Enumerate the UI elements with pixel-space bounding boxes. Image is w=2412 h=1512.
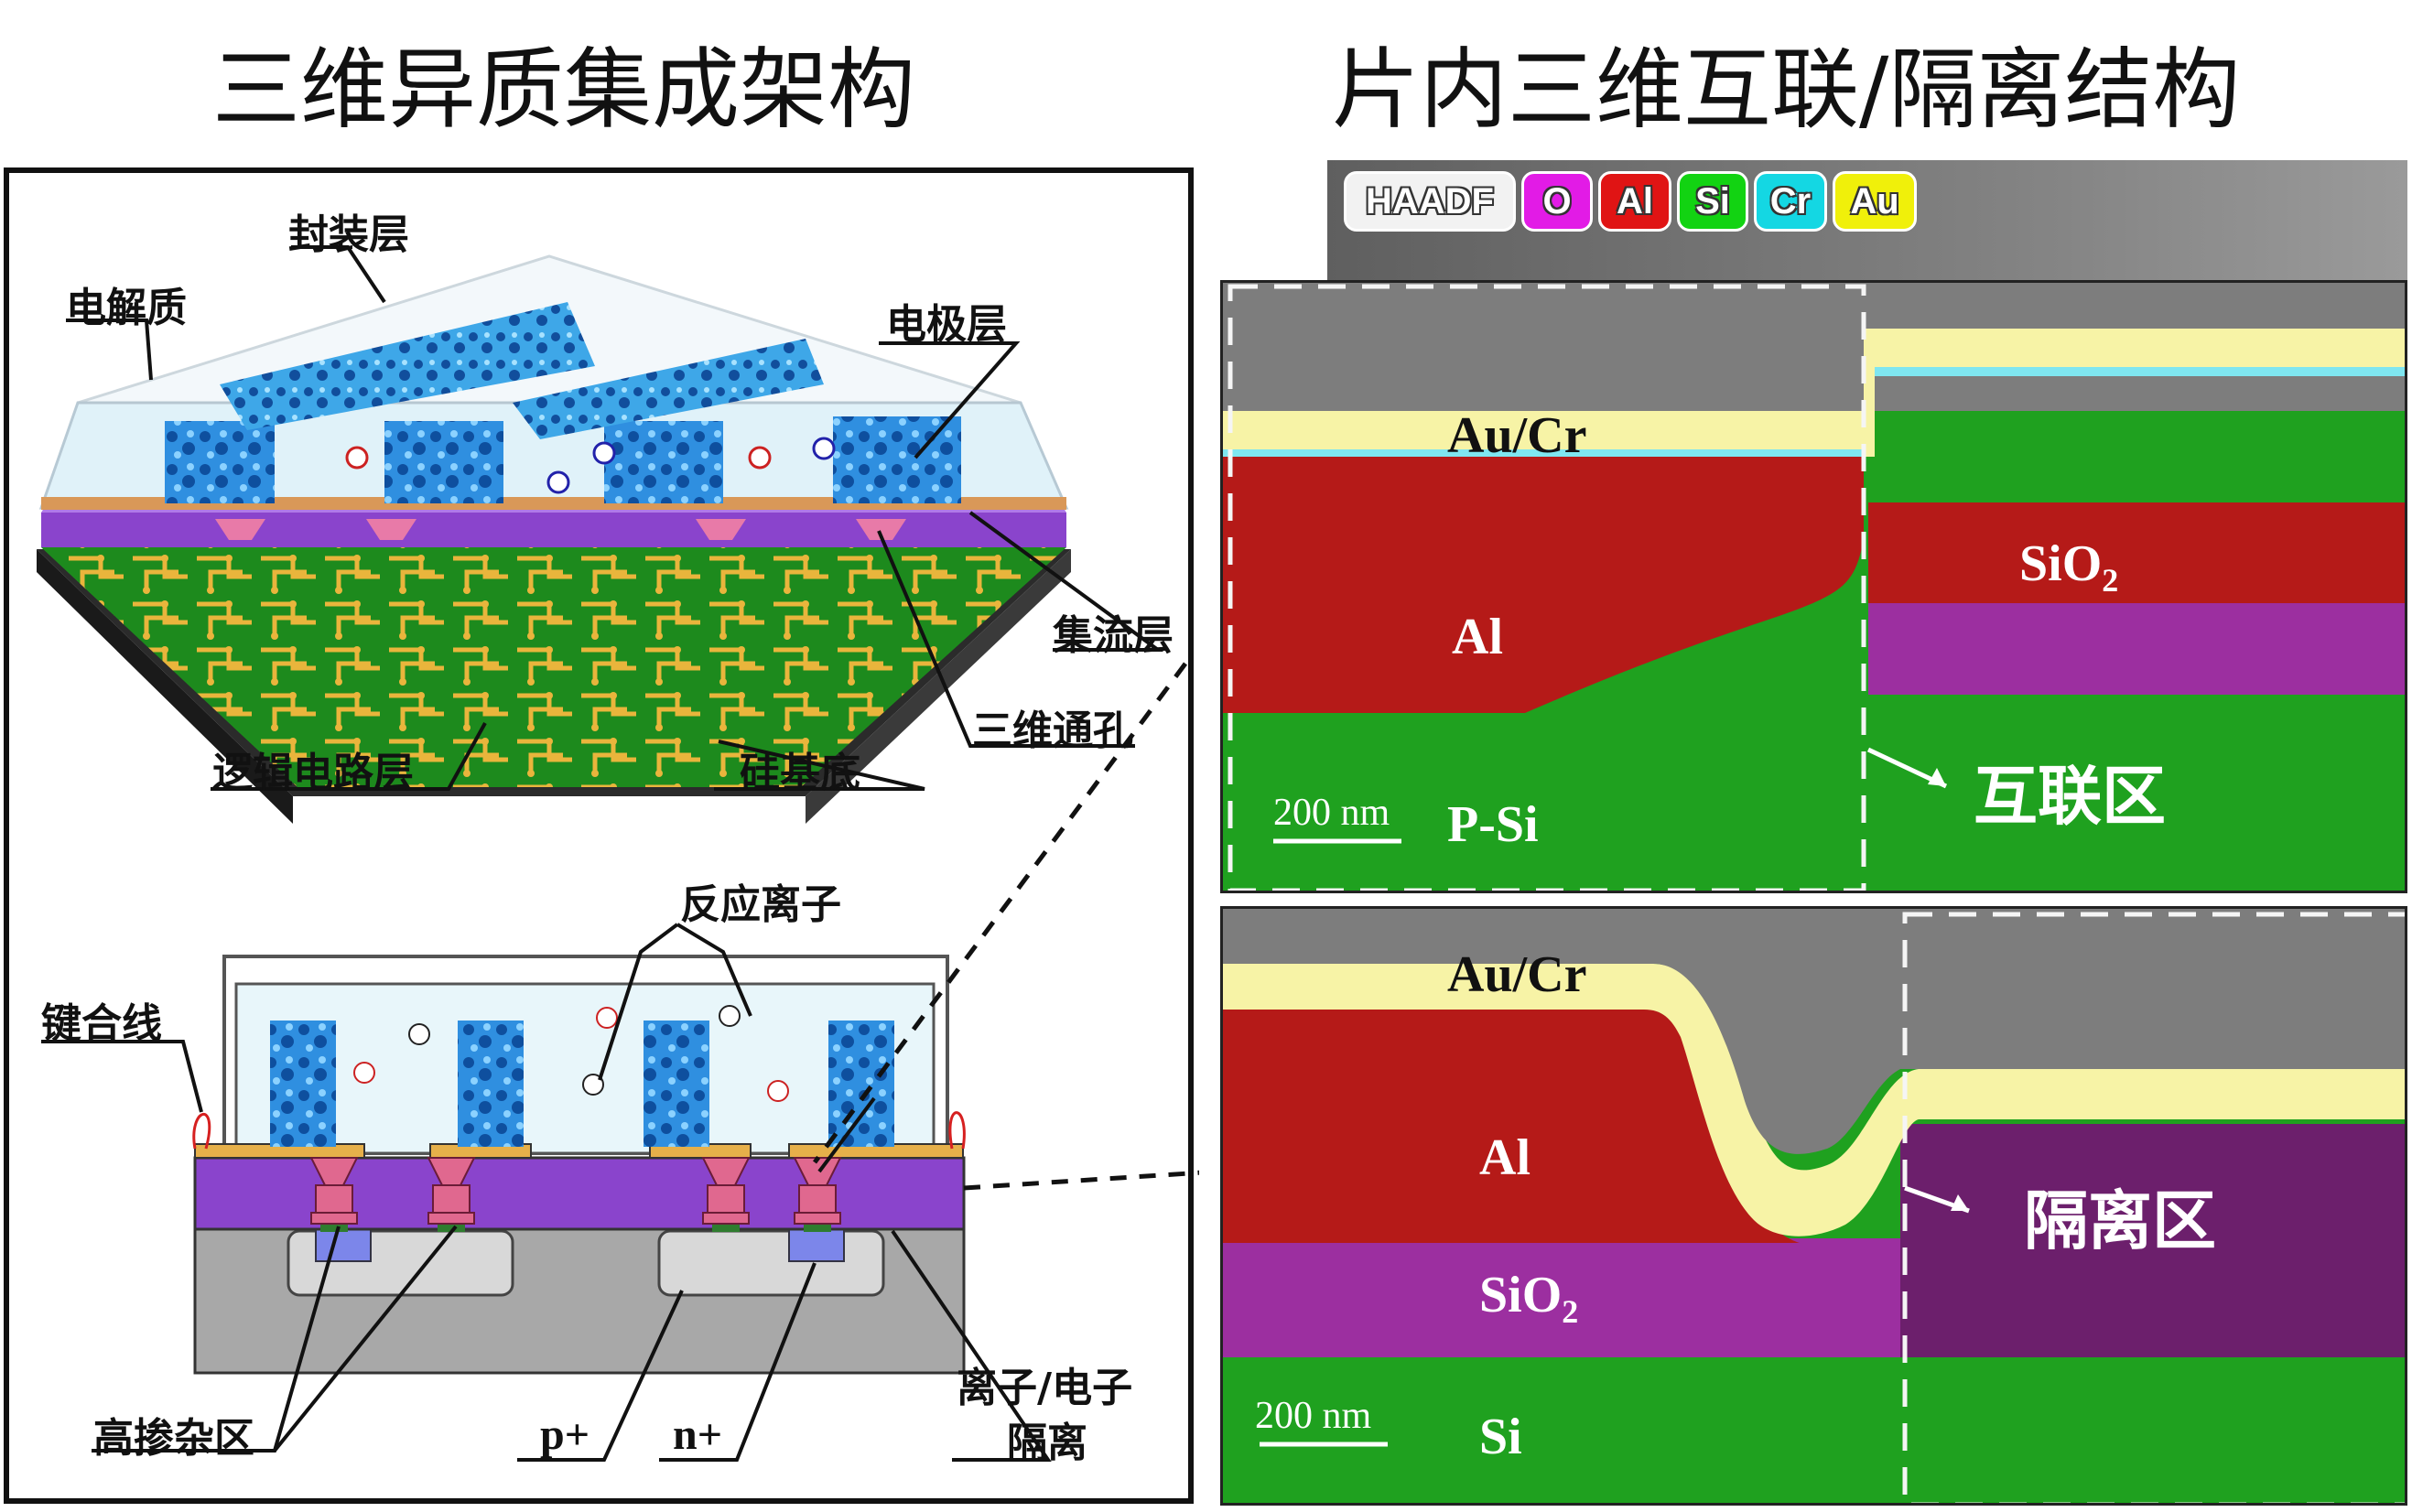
bottom-au-cr-label: Au/Cr bbox=[1447, 946, 1587, 1003]
label-p-plus: p+ bbox=[540, 1410, 590, 1459]
electrode-roll bbox=[513, 339, 824, 439]
label-n-plus: n+ bbox=[673, 1410, 723, 1459]
label-isolation-2: 隔离 bbox=[1007, 1420, 1087, 1466]
bottom-sio2-label: SiO2 bbox=[1479, 1267, 1579, 1331]
electrode-pillar bbox=[270, 1021, 336, 1147]
electrode-pillar bbox=[458, 1021, 524, 1147]
architecture-diagram bbox=[37, 245, 1199, 1462]
electrolyte-region bbox=[234, 982, 936, 1155]
top-zone-label: 互联区 bbox=[1974, 759, 2166, 834]
label-logic: 逻辑电路层 bbox=[212, 750, 414, 796]
left-title: 三维异质集成架构 bbox=[212, 38, 915, 141]
label-encapsulation: 封装层 bbox=[288, 211, 409, 258]
top-scale-label: 200 nm bbox=[1273, 792, 1390, 834]
legend-si: Si bbox=[1677, 171, 1748, 232]
legend-haadf: HAADF bbox=[1344, 171, 1516, 232]
electrode-pillar bbox=[828, 1021, 894, 1147]
label-collector: 集流层 bbox=[1053, 612, 1174, 659]
label-doped-region: 高掺杂区 bbox=[93, 1415, 254, 1462]
zoom-connector bbox=[812, 662, 1188, 1164]
collector-bar bbox=[41, 497, 1066, 510]
electrode-block bbox=[165, 421, 275, 503]
electrode-block bbox=[604, 421, 723, 503]
bond-wire bbox=[948, 1111, 966, 1150]
label-via3d: 三维通孔 bbox=[972, 707, 1133, 754]
right-title: 片内三维互联/隔离结构 bbox=[1332, 38, 2241, 141]
zoom-connector bbox=[963, 1170, 1199, 1191]
top-psi-label: P-Si bbox=[1447, 796, 1539, 853]
legend-cr: Cr bbox=[1754, 171, 1827, 232]
label-electrode: 电极层 bbox=[886, 301, 1007, 348]
top-al-label: Al bbox=[1452, 609, 1503, 665]
label-substrate: 硅基底 bbox=[740, 750, 860, 796]
label-reactive-ions: 反应离子 bbox=[680, 881, 841, 928]
logic-circuit-layer bbox=[41, 547, 1066, 787]
top-au-cr-label: Au/Cr bbox=[1447, 407, 1587, 464]
label-bond-wire: 键合线 bbox=[41, 1000, 162, 1047]
label-isolation-1: 离子/电子 bbox=[957, 1365, 1133, 1411]
ion-markers bbox=[345, 437, 836, 494]
architecture-panel bbox=[4, 167, 1194, 1504]
interconnect-map: Au/Cr Al SiO2 P-Si 200 nm 互联区 bbox=[1220, 280, 2407, 893]
bond-wire bbox=[192, 1113, 211, 1150]
bottom-zone-label: 隔离区 bbox=[2024, 1183, 2216, 1258]
bottom-si-label: Si bbox=[1479, 1409, 1522, 1465]
purple-layer bbox=[41, 513, 1066, 547]
label-electrolyte: 电解质 bbox=[66, 285, 187, 331]
electrode-pillar bbox=[644, 1021, 709, 1147]
electrode-roll bbox=[220, 302, 595, 430]
isolation-map: Au/Cr Al SiO2 Si 200 nm 隔离区 bbox=[1220, 906, 2407, 1506]
legend-al: Al bbox=[1598, 171, 1671, 232]
electrode-block bbox=[384, 421, 503, 503]
legend-o: O bbox=[1521, 171, 1593, 232]
legend-au: Au bbox=[1833, 171, 1917, 232]
top-sio2-label: SiO2 bbox=[2019, 535, 2119, 599]
bottom-al-label: Al bbox=[1479, 1129, 1530, 1186]
doped-well bbox=[657, 1229, 885, 1297]
legend-bar: HAADF O Al Si Cr Au bbox=[1327, 160, 2407, 282]
bottom-scale-label: 200 nm bbox=[1255, 1395, 1372, 1437]
